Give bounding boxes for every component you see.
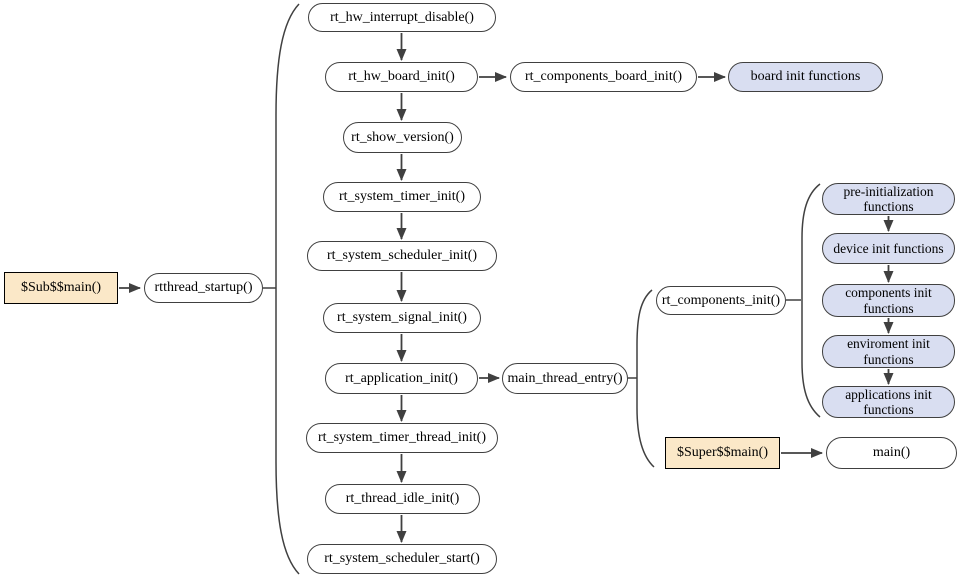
node-sub-main: $Sub$$main() [4,272,118,304]
node-enviroment-init-functions: enviroment init functions [822,335,955,368]
node-applications-init-functions: applications init functions [822,386,955,418]
node-rt-system-scheduler-start: rt_system_scheduler_start() [307,544,497,574]
brace-components-init-groups [801,183,821,418]
node-rt-hw-interrupt-disable: rt_hw_interrupt_disable() [308,3,496,32]
node-device-init-functions: device init functions [822,233,955,264]
node-rt-components-board-init: rt_components_board_init() [510,62,697,92]
node-board-init-functions: board init functions [728,62,883,92]
node-rt-system-signal-init: rt_system_signal_init() [323,303,481,333]
node-rt-system-timer-init: rt_system_timer_init() [323,182,481,212]
node-rt-thread-idle-init: rt_thread_idle_init() [325,484,480,514]
node-rt-system-timer-thread-init: rt_system_timer_thread_init() [306,423,498,453]
node-rt-application-init: rt_application_init() [325,363,478,394]
brace-startup-steps [275,3,300,575]
node-rtthread-startup: rtthread_startup() [144,273,263,303]
node-rt-components-init: rt_components_init() [656,286,786,315]
node-rt-system-scheduler-init: rt_system_scheduler_init() [307,241,497,271]
node-components-init-functions: components init functions [822,284,955,317]
brace-main-thread-branches [636,289,655,468]
node-main: main() [826,437,957,469]
node-rt-hw-board-init: rt_hw_board_init() [325,62,478,92]
node-super-main: $Super$$main() [665,437,780,469]
node-rt-show-version: rt_show_version() [343,122,462,153]
node-pre-initialization-functions: pre-initialization functions [822,183,955,215]
node-main-thread-entry: main_thread_entry() [502,363,628,394]
